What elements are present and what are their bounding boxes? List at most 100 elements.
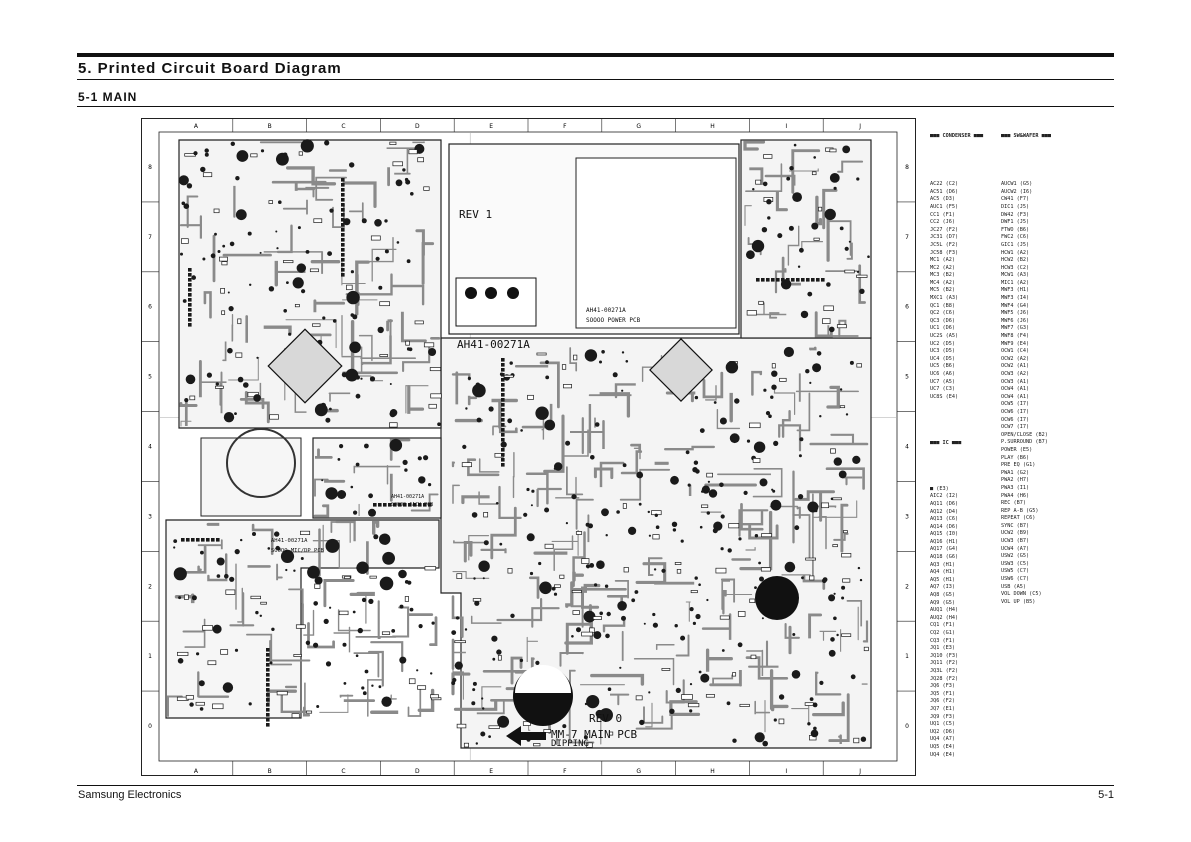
connector-pin — [266, 653, 270, 657]
solder-pad — [210, 253, 216, 259]
solder-pad — [699, 525, 703, 529]
solder-pad — [405, 179, 411, 185]
component-footprint — [463, 742, 469, 748]
connector-pin — [806, 278, 810, 282]
component-footprint — [622, 503, 627, 509]
component-footprint — [811, 171, 817, 176]
component-footprint — [221, 310, 226, 315]
solder-pad — [643, 622, 646, 625]
legend-item: UQ1 (C5) — [930, 721, 955, 728]
solder-pad — [551, 586, 556, 591]
solder-pad — [408, 347, 413, 352]
copper-trace — [386, 147, 418, 175]
copper-trace — [528, 576, 540, 599]
column-label: E — [489, 768, 493, 775]
legend-item: UC7 (C3) — [930, 386, 955, 393]
copper-trace — [246, 633, 293, 666]
component-footprint — [809, 575, 815, 581]
solder-pad — [859, 288, 865, 294]
solder-pad — [406, 259, 411, 264]
copper-trace — [743, 140, 766, 151]
solder-pad — [430, 672, 433, 675]
solder-pad — [465, 407, 468, 410]
copper-trace — [429, 616, 438, 646]
legend-item: MXC1 (A3) — [930, 295, 959, 302]
solder-pad — [269, 661, 273, 665]
solder-pad — [655, 525, 660, 529]
solder-pad — [249, 283, 252, 286]
column-label: G — [636, 768, 641, 775]
solder-pad — [836, 633, 839, 637]
legend-item: JQ5 (F1) — [930, 690, 955, 697]
component-footprint — [454, 640, 466, 644]
solder-pad — [343, 682, 347, 685]
solder-pad — [204, 152, 209, 157]
solder-pad — [206, 372, 212, 378]
component-footprint — [269, 414, 279, 420]
legend-item: AUQ1 (H4) — [930, 607, 959, 614]
component-footprint — [863, 646, 869, 652]
capacitor-footprint — [584, 349, 598, 362]
copper-trace — [184, 618, 206, 648]
solder-pad — [812, 702, 818, 708]
solder-pad — [329, 407, 332, 411]
copper-trace — [467, 458, 500, 477]
page-title: 5. Printed Circuit Board Diagram — [78, 60, 342, 77]
component-footprint — [527, 394, 534, 400]
solder-pad — [565, 440, 571, 446]
copper-trace — [541, 415, 545, 440]
terminal-3 — [507, 287, 519, 299]
connector-pin — [341, 258, 345, 262]
copper-trace — [775, 189, 788, 212]
copper-trace — [748, 524, 779, 540]
legend-item: AQ14 (D6) — [930, 523, 959, 530]
copper-trace — [796, 506, 801, 519]
legend-item: CQ2 (G1) — [930, 630, 955, 636]
capacitor-footprint — [791, 670, 801, 679]
component-footprint — [472, 598, 482, 602]
capacitor-footprint — [379, 576, 394, 591]
capacitor-footprint — [812, 363, 822, 373]
copper-trace — [575, 498, 594, 530]
solder-pad — [553, 467, 557, 470]
copper-trace — [521, 403, 553, 429]
solder-pad — [173, 539, 178, 543]
copper-trace — [685, 601, 691, 622]
component-footprint — [623, 567, 629, 573]
column-label: C — [341, 768, 345, 775]
solder-pad — [604, 584, 609, 588]
copper-trace — [453, 699, 498, 711]
solder-pad — [768, 414, 772, 419]
copper-trace — [716, 409, 741, 430]
solder-pad — [350, 485, 354, 489]
connector-pin — [501, 418, 505, 422]
capacitor-footprint — [276, 152, 289, 166]
copper-trace — [468, 535, 490, 561]
solder-pad — [321, 479, 324, 482]
component-footprint — [586, 742, 593, 748]
solder-pad — [622, 463, 627, 468]
copper-trace — [207, 553, 228, 582]
capacitor-footprint — [325, 538, 340, 553]
solder-pad — [765, 411, 771, 416]
copper-trace — [555, 476, 580, 499]
solder-pad — [267, 547, 271, 550]
disc-pcb-outline — [200, 437, 302, 517]
copper-trace — [339, 694, 354, 698]
solder-pad — [355, 654, 359, 657]
connector-pin — [756, 278, 760, 282]
component-footprint — [300, 530, 311, 535]
connector-pin — [188, 308, 192, 312]
capacitor-footprint — [636, 471, 644, 479]
connector-pin — [501, 448, 505, 452]
connector-pin — [266, 723, 270, 727]
solder-pad — [325, 417, 331, 423]
capacitor-footprint — [337, 490, 347, 499]
component-footprint — [818, 206, 823, 212]
capacitor-footprint — [586, 695, 600, 709]
solder-pad — [278, 200, 282, 204]
solder-pad — [472, 688, 476, 692]
legend-item: OCW7 (I7) — [1001, 424, 1030, 431]
component-footprint — [758, 300, 764, 305]
capacitor-footprint — [784, 561, 796, 573]
